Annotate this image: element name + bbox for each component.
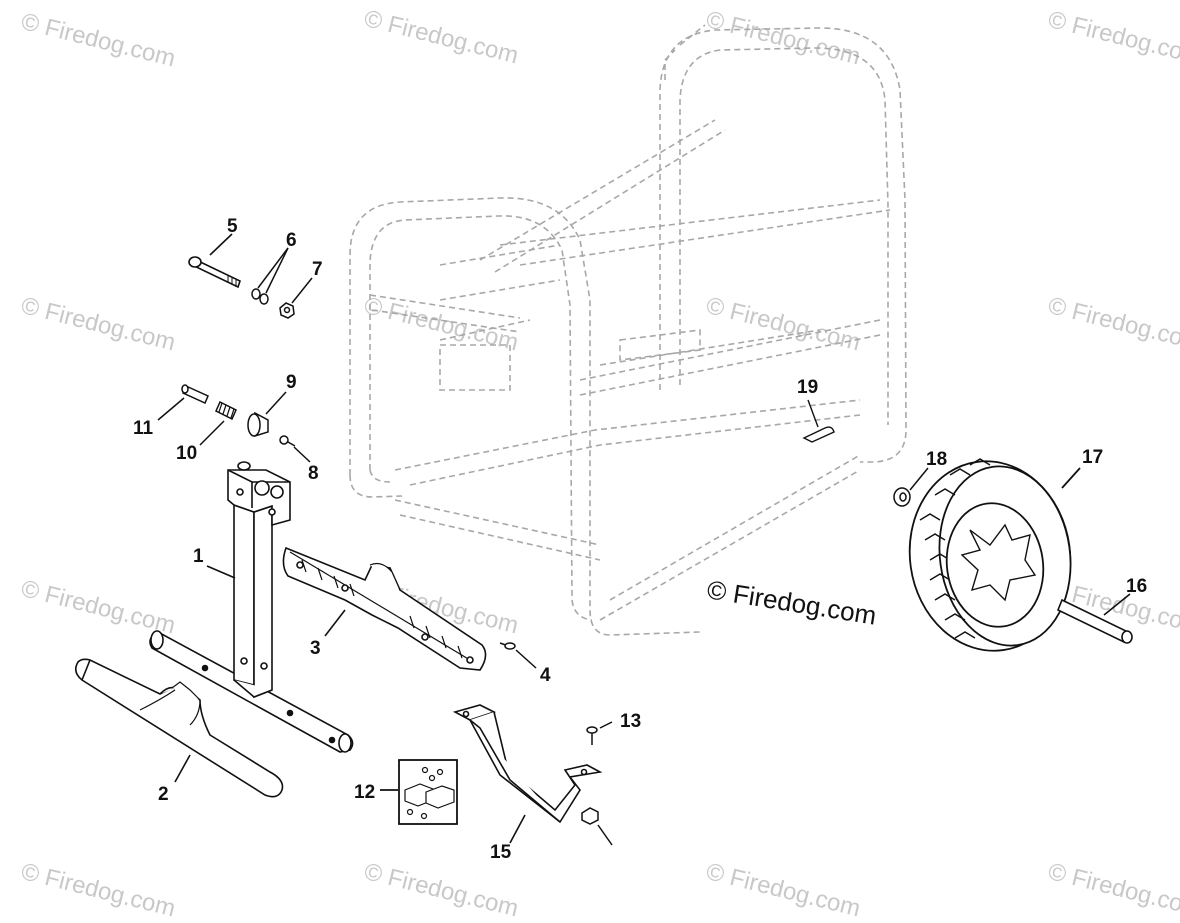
callout-1: 1 bbox=[193, 546, 204, 567]
callout-16: 16 bbox=[1126, 576, 1147, 597]
callout-10: 10 bbox=[176, 443, 197, 464]
part-axle bbox=[1056, 593, 1133, 644]
callout-4: 4 bbox=[540, 665, 551, 686]
callout-7: 7 bbox=[312, 259, 323, 280]
callout-15: 15 bbox=[490, 842, 512, 863]
part-spring bbox=[199, 400, 237, 446]
callout-13: 13 bbox=[620, 711, 641, 732]
callout-19: 19 bbox=[797, 377, 818, 398]
part-washer-18 bbox=[893, 467, 929, 507]
callout-17: 17 bbox=[1082, 447, 1103, 468]
part-washers bbox=[251, 247, 289, 305]
callout-6: 6 bbox=[286, 230, 297, 251]
copyright-label: © Firedog.com bbox=[705, 574, 878, 630]
part-bolt-13 bbox=[586, 721, 613, 745]
callout-12: 12 bbox=[354, 782, 375, 803]
diagram-svg: 1 2 3 4 5 6 7 8 9 10 11 12 13 15 16 17 1… bbox=[74, 24, 1147, 863]
callout-9: 9 bbox=[286, 372, 297, 393]
callout-5: 5 bbox=[227, 216, 238, 237]
part-nut-14 bbox=[581, 807, 613, 846]
part-pin bbox=[157, 384, 209, 421]
part-bolt bbox=[188, 233, 241, 289]
part-clip bbox=[802, 399, 835, 443]
callout-labels: 1 2 3 4 5 6 7 8 9 10 11 12 13 15 16 17 1… bbox=[133, 216, 1147, 863]
part-stand bbox=[149, 461, 354, 753]
callout-18: 18 bbox=[926, 449, 947, 470]
part-wheel bbox=[908, 458, 1081, 652]
parts-diagram: © Firedog.com © Firedog.com © Firedog.co… bbox=[18, 5, 1180, 922]
callout-8: 8 bbox=[308, 463, 319, 484]
part-knob bbox=[247, 391, 287, 438]
callout-2: 2 bbox=[158, 784, 169, 805]
generator-frame-ghost bbox=[349, 24, 907, 636]
part-support-bracket bbox=[282, 546, 487, 671]
callout-3: 3 bbox=[310, 638, 321, 659]
part-mount-bracket bbox=[452, 704, 603, 844]
part-screw-small bbox=[279, 435, 311, 463]
part-foot-pad bbox=[74, 658, 284, 798]
part-mount-kit bbox=[380, 759, 458, 825]
callout-11: 11 bbox=[133, 418, 154, 439]
part-bolt-small bbox=[499, 642, 537, 669]
part-nut bbox=[279, 277, 313, 319]
